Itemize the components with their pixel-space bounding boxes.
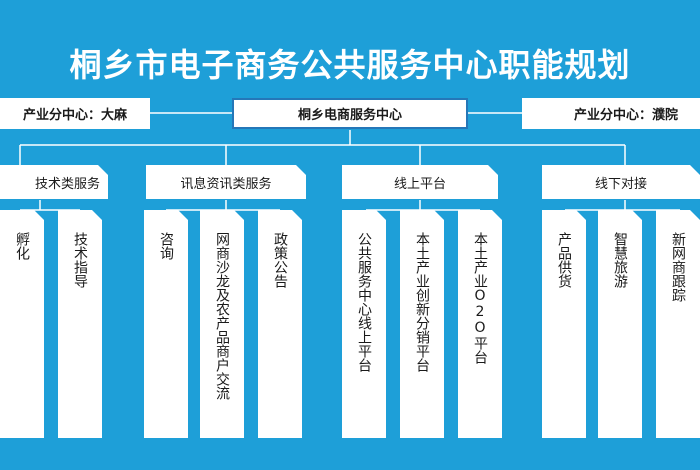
- item-tech-guidance: 技术指导: [58, 210, 102, 438]
- center-label: 桐乡电商服务中心: [297, 108, 402, 123]
- item-label: 本土产业O2O平台: [472, 232, 488, 364]
- item-product-supply: 产品供货: [542, 210, 586, 438]
- item-consulting: 咨询: [144, 210, 188, 438]
- item-label: 本土产业创新分销平台: [414, 232, 430, 372]
- center-tongxiang-ecommerce: 桐乡电商服务中心: [232, 98, 468, 129]
- item-label: 咨询: [158, 232, 174, 260]
- item-distribution-platform: 本土产业创新分销平台: [400, 210, 444, 438]
- item-label: 智慧旅游: [612, 232, 628, 288]
- item-o2o-platform: 本土产业O2O平台: [458, 210, 502, 438]
- category-tech-services: 技术类服务: [0, 165, 108, 199]
- category-offline-docking: 线下对接: [542, 165, 700, 199]
- item-incubation: 孵化: [0, 210, 44, 438]
- item-public-online-platform: 公共服务中心线上平台: [342, 210, 386, 438]
- category-label: 讯息资讯类服务: [180, 176, 272, 192]
- item-label: 技术指导: [72, 232, 88, 288]
- category-online-platform: 线上平台: [342, 165, 498, 199]
- item-label: 网商沙龙及农产品商户交流: [214, 232, 230, 400]
- sub-center-puyuan: 产业分中心：濮院: [522, 98, 700, 129]
- item-label: 公共服务中心线上平台: [356, 232, 372, 372]
- item-new-merchant-tracking: 新网商跟踪: [656, 210, 700, 438]
- item-smart-tourism: 智慧旅游: [598, 210, 642, 438]
- item-label: 产品供货: [556, 232, 572, 288]
- item-label: 孵化: [14, 232, 30, 260]
- item-salon-exchange: 网商沙龙及农产品商户交流: [200, 210, 244, 438]
- sub-center-puyuan-label: 产业分中心：濮院: [574, 108, 679, 123]
- sub-center-dama: 产业分中心：大麻: [0, 98, 150, 129]
- category-label: 线上平台: [393, 176, 446, 192]
- item-label: 政策公告: [272, 232, 288, 288]
- item-policy-notice: 政策公告: [258, 210, 302, 438]
- category-label: 线下对接: [594, 176, 647, 192]
- item-label: 新网商跟踪: [670, 232, 686, 302]
- category-info-services: 讯息资讯类服务: [146, 165, 306, 199]
- page-title: 桐乡市电子商务公共服务中心职能规划: [69, 46, 631, 84]
- category-label: 技术类服务: [34, 176, 100, 192]
- sub-center-dama-label: 产业分中心：大麻: [22, 108, 127, 123]
